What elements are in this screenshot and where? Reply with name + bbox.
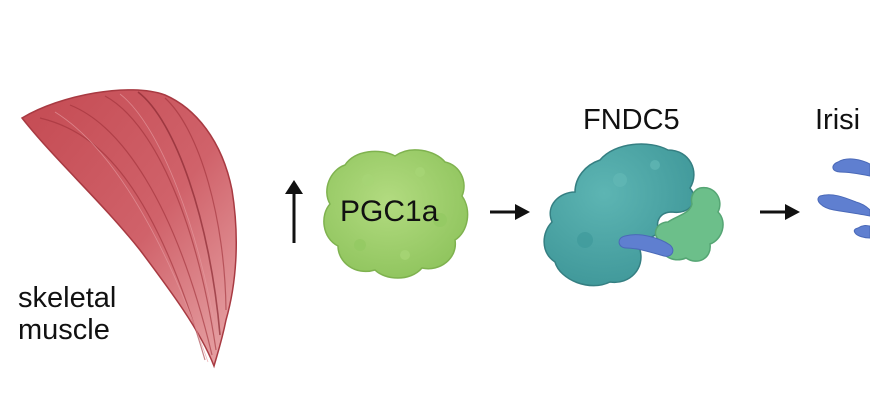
skeletal-muscle-icon [20, 89, 237, 369]
irisin-label: Irisi [815, 104, 861, 136]
pgc1a-label: PGC1a [340, 195, 439, 228]
fndc5-label: FNDC5 [583, 104, 680, 136]
skeletal-muscle-label-line2: muscle [18, 314, 110, 347]
pgc1a-protein-icon [323, 149, 469, 279]
up-arrow-icon [285, 180, 303, 243]
skeletal-muscle-label-line1: skeletal [18, 282, 117, 314]
skeletal-muscle-label: skeletal muscle [18, 282, 116, 347]
right-arrow-icon [760, 204, 800, 220]
irisin-peptide-icon [817, 158, 870, 239]
right-arrow-icon [490, 204, 530, 220]
fndc5-protein-icon [543, 143, 724, 287]
